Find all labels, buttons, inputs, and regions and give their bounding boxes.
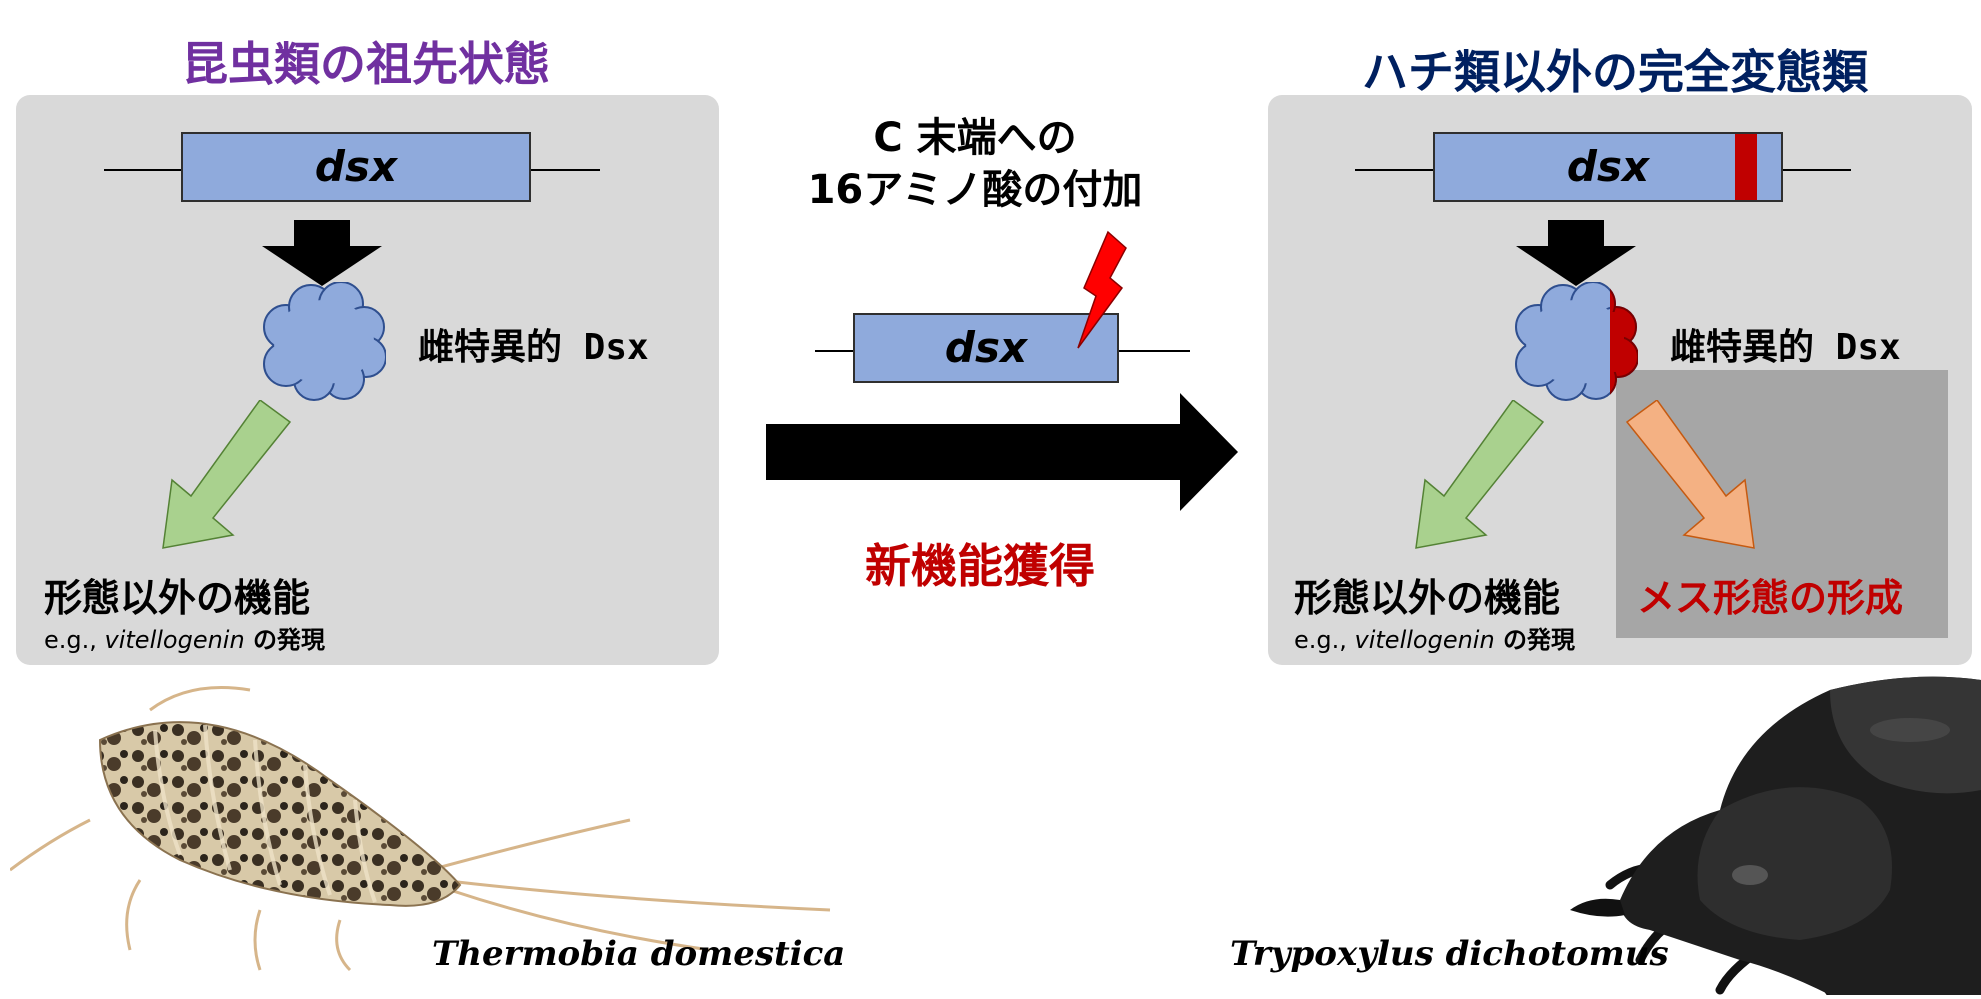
center-gene-box: dsx — [853, 313, 1119, 383]
right-function-sub-gene: vitellogenin — [1354, 626, 1495, 654]
gain-label: 新機能獲得 — [865, 539, 1095, 593]
lightning-bolt-icon — [1077, 230, 1127, 349]
right-function-sub-prefix: e.g., — [1294, 626, 1355, 654]
center-note-line1: C 末端への — [873, 115, 1077, 161]
left-protein-label: 雌特異的 Dsx — [418, 327, 649, 368]
left-green-arrow — [162, 400, 292, 549]
right-heading: ハチ類以外の完全変態類 — [1362, 45, 1868, 99]
left-heading: 昆虫類の祖先状態 — [182, 37, 550, 91]
center-note-line2: 16アミノ酸の付加 — [807, 167, 1143, 213]
center-note: C 末端への 16アミノ酸の付加 — [770, 112, 1180, 216]
right-gene-extension — [1735, 134, 1757, 200]
left-function-sub: e.g., vitellogenin の発現 — [44, 620, 325, 655]
right-green-arrow — [1415, 400, 1545, 549]
right-function-sub: e.g., vitellogenin の発現 — [1294, 620, 1575, 655]
left-function-sub-prefix: e.g., — [44, 626, 105, 654]
thermobia-image — [10, 686, 831, 972]
right-gene-label: dsx — [1566, 142, 1650, 191]
right-function-main: 形態以外の機能 — [1294, 576, 1561, 620]
right-new-function: メス形態の形成 — [1637, 576, 1904, 620]
left-function-sub-suffix: の発現 — [244, 626, 326, 654]
center-right-arrow — [766, 393, 1238, 511]
right-species-name: Trypoxylus dichotomus — [1230, 934, 1669, 974]
right-orange-arrow — [1625, 400, 1755, 549]
left-gene-box: dsx — [181, 132, 531, 202]
highlight-box — [1616, 370, 1948, 638]
trypoxylus-image — [1570, 676, 1981, 995]
right-function-sub-suffix: の発現 — [1494, 626, 1576, 654]
left-down-arrow — [262, 220, 382, 286]
right-gene-box: dsx — [1433, 132, 1783, 202]
right-protein-label: 雌特異的 Dsx — [1670, 327, 1901, 368]
right-protein-cloud-icon — [1515, 282, 1638, 401]
left-species-name: Thermobia domestica — [432, 934, 846, 974]
center-gene-label: dsx — [944, 323, 1028, 372]
left-gene-label: dsx — [314, 142, 398, 191]
right-down-arrow — [1516, 220, 1636, 286]
left-protein-cloud-icon — [263, 282, 386, 401]
left-function-sub-gene: vitellogenin — [104, 626, 245, 654]
left-function-main: 形態以外の機能 — [44, 576, 311, 620]
